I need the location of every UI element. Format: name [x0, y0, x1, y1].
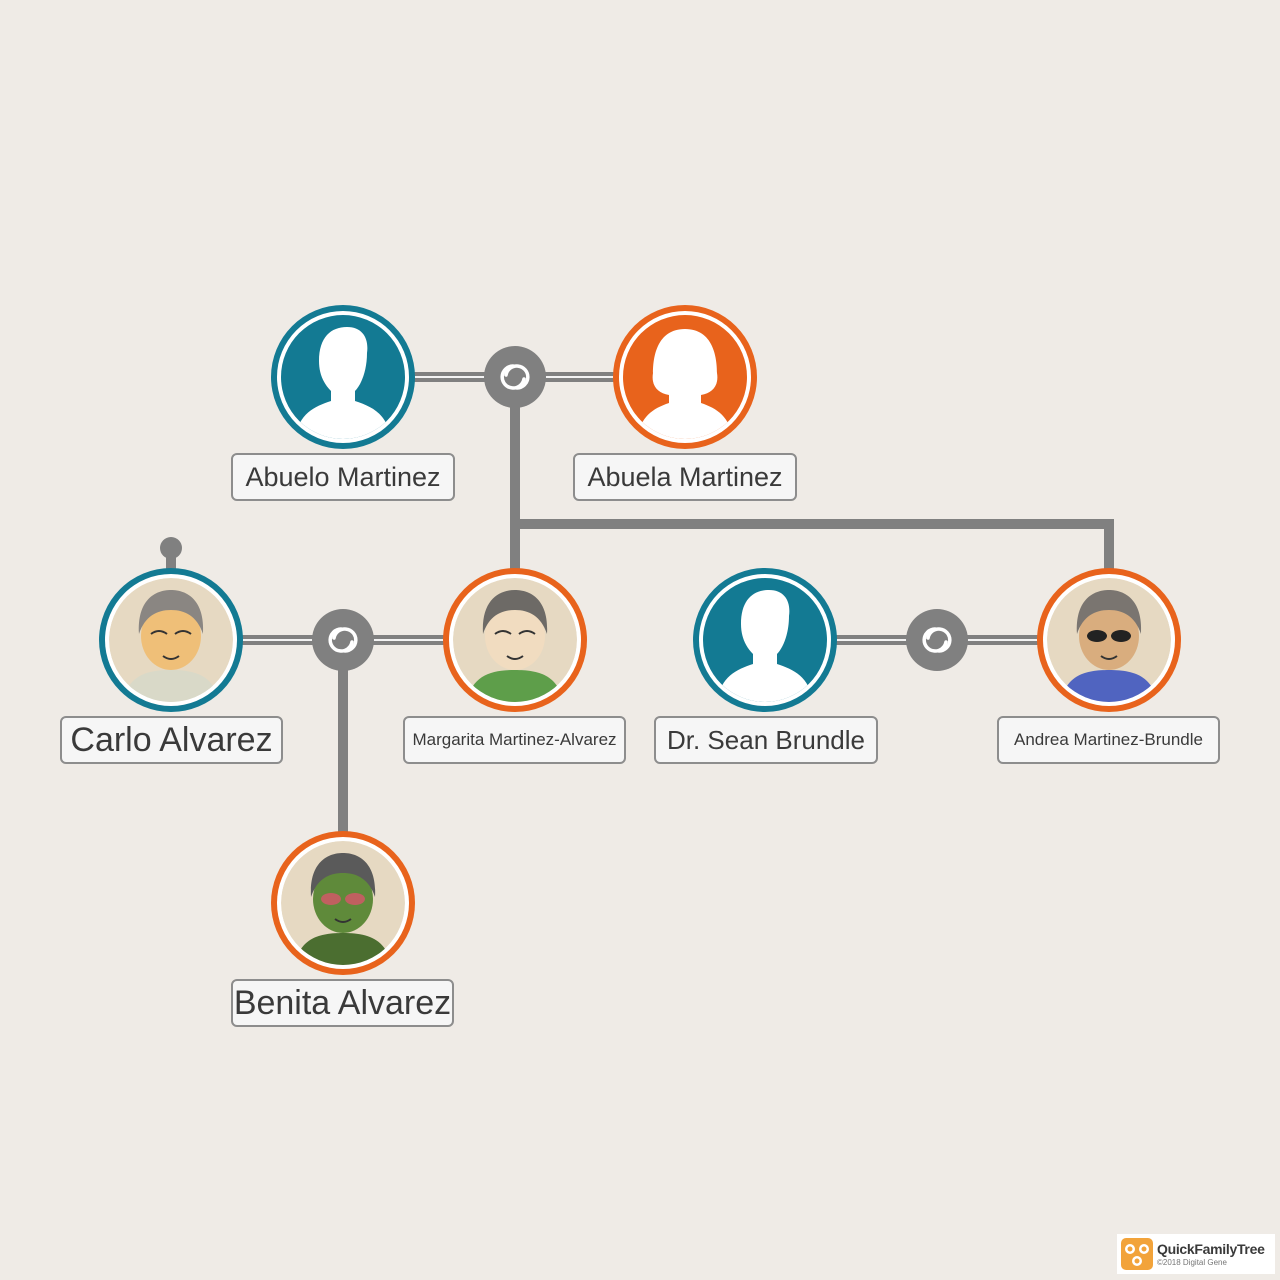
collapse-handle-icon[interactable]	[160, 537, 182, 559]
person-portrait-carlo	[109, 578, 233, 702]
person-node-benita[interactable]	[271, 831, 415, 975]
person-node-carlo[interactable]	[99, 568, 243, 712]
person-node-margarita[interactable]	[443, 568, 587, 712]
quickfamilytree-logo-icon	[1121, 1238, 1153, 1270]
descent-line-andrea	[515, 519, 1114, 572]
person-label-carlo[interactable]: Carlo Alvarez	[60, 716, 283, 764]
union-rings-icon	[500, 364, 530, 390]
person-label-andrea[interactable]: Andrea Martinez-Brundle	[997, 716, 1220, 764]
union-node[interactable]	[484, 346, 546, 408]
male-silhouette-icon	[295, 327, 391, 439]
brand-copyright: ©2018 Digital Gene	[1157, 1258, 1227, 1267]
person-node-andrea[interactable]	[1037, 568, 1181, 712]
union-node[interactable]	[906, 609, 968, 671]
app-branding: QuickFamilyTree ©2018 Digital Gene	[1117, 1234, 1275, 1274]
brand-name: QuickFamilyTree	[1157, 1241, 1265, 1257]
person-label-abuela[interactable]: Abuela Martinez	[573, 453, 797, 501]
female-silhouette-icon	[637, 329, 733, 439]
union-rings-icon	[922, 627, 952, 653]
person-node-sean[interactable]	[693, 568, 837, 712]
person-node-abuelo[interactable]	[271, 305, 415, 449]
person-label-sean[interactable]: Dr. Sean Brundle	[654, 716, 878, 764]
connector-lines	[166, 372, 1114, 835]
union-node[interactable]	[312, 609, 374, 671]
person-label-margarita[interactable]: Margarita Martinez-Alvarez	[403, 716, 626, 764]
person-node-abuela[interactable]	[613, 305, 757, 449]
person-label-abuelo[interactable]: Abuelo Martinez	[231, 453, 455, 501]
male-silhouette-icon	[717, 590, 813, 702]
union-rings-icon	[328, 627, 358, 653]
person-label-benita[interactable]: Benita Alvarez	[231, 979, 454, 1027]
